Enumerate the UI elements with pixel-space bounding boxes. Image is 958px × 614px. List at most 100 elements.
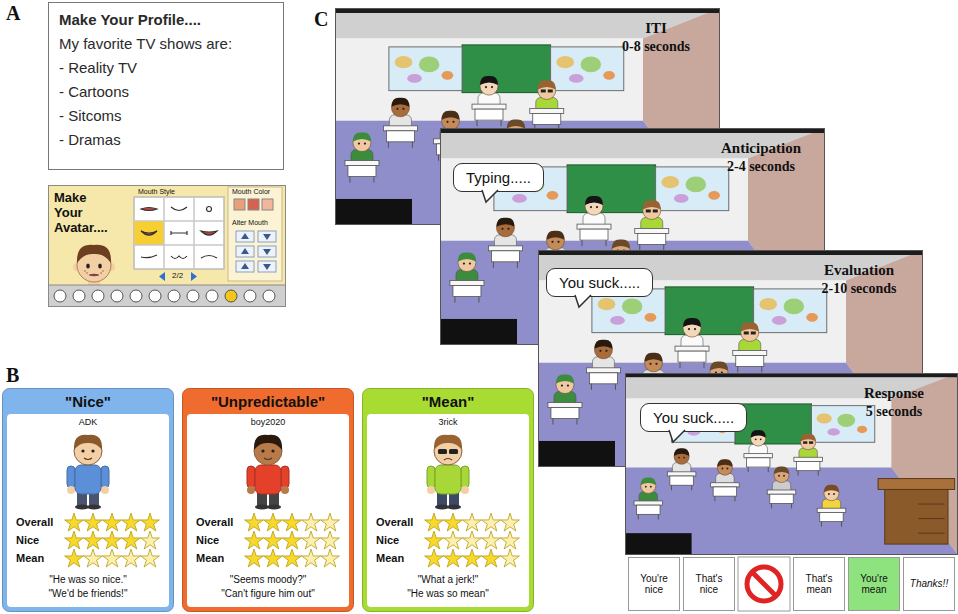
avatar-editor-panel: Make Your Avatar....Mouth StyleMouth Col… (48, 185, 286, 307)
drawn-path (283, 531, 302, 549)
drawn-circle (485, 86, 487, 88)
drawn-ellipse (645, 313, 657, 322)
drawn-rect (383, 126, 417, 131)
drawn-circle (726, 468, 728, 470)
drawn-polygon (625, 468, 958, 555)
panel-letter: C (314, 8, 328, 31)
drawn-rect (49, 186, 286, 307)
text-slot: "We'd be friends!" (2, 588, 174, 600)
text-slot: "Nice" (2, 393, 174, 410)
drawn-rect (767, 490, 796, 494)
text-slot: Overall (196, 516, 233, 529)
drawn-path (122, 531, 141, 549)
student-avatar (472, 76, 506, 126)
drawn-rect (626, 374, 958, 555)
drawn-rect (164, 221, 194, 245)
classroom-screen: Response5 secondsYou suck.....You're nic… (625, 373, 958, 614)
text-slot: - Cartoons (59, 83, 129, 100)
drawn-rect (194, 245, 224, 269)
drawn-rect (551, 408, 579, 419)
response-button: That's nice (683, 557, 735, 611)
drawn-rect (194, 221, 224, 245)
drawn-ellipse (772, 316, 787, 325)
speech-bubble: Typing..... (453, 163, 544, 192)
drawn-rect (625, 398, 891, 467)
profile-text: Make Your Profile.... (59, 11, 201, 28)
student-avatar (383, 98, 417, 148)
card-text: Nice (196, 534, 219, 547)
text-slot: "What a jerk!" (362, 574, 534, 586)
stage-label: ITI (598, 20, 714, 37)
drawn-rect (236, 246, 254, 257)
drawn-polygon (263, 249, 271, 255)
drawn-circle (599, 350, 601, 352)
drawn-line (821, 522, 822, 527)
drawn-polyline (575, 295, 591, 307)
drawn-path (463, 549, 482, 567)
drawn-ellipse (75, 505, 89, 510)
peer-card: "Nice"ADKOverallNiceMean"He was so nice.… (2, 388, 174, 612)
card-text: Mean (16, 552, 44, 565)
drawn-rect (427, 466, 435, 488)
drawn-circle (778, 475, 780, 477)
drawn-circle (86, 272, 88, 274)
student-avatar (450, 252, 484, 302)
drawn-rect (738, 557, 790, 611)
drawn-rect (258, 261, 276, 272)
drawn-circle (828, 493, 830, 495)
drawn-ellipse (603, 71, 615, 80)
editor-label: Alter Mouth (232, 219, 268, 227)
text-slot: - Reality TV (59, 59, 137, 76)
card-text: Nice (16, 534, 39, 547)
drawn-polygon (159, 272, 165, 281)
text-slot: - Dramas (59, 131, 121, 148)
drawn-path (264, 531, 283, 549)
drawn-path (641, 477, 656, 485)
drawn-path (283, 513, 302, 531)
drawn-rect (440, 319, 517, 345)
drawn-ellipse (86, 263, 90, 268)
editor-label: Mouth Style (138, 188, 175, 196)
drawn-circle (168, 290, 180, 302)
drawn-path (65, 531, 84, 549)
drawn-rect (247, 466, 255, 488)
card-text: Mean (196, 552, 224, 565)
drawn-line (841, 522, 842, 527)
drawn-path (496, 218, 514, 227)
drawn-circle (261, 449, 264, 452)
drawn-path (683, 318, 701, 327)
drawn-rect (667, 472, 696, 476)
drawn-rect (533, 113, 561, 124)
drawn-circle (149, 290, 161, 302)
drawn-path (425, 549, 444, 567)
drawn-rect (754, 289, 827, 333)
drawn-circle (649, 363, 651, 365)
student-avatar (744, 430, 773, 472)
card-text: "Seems moody?" (182, 574, 354, 586)
drawn-rect (134, 197, 224, 269)
drawn-path (103, 531, 122, 549)
drawn-ellipse (674, 194, 689, 203)
drawn-rect (134, 221, 164, 245)
drawn-polygon (241, 248, 249, 254)
drawn-rect (453, 286, 481, 297)
drawn-ellipse (784, 299, 804, 315)
drawn-circle (100, 272, 102, 274)
drawn-rect (3, 389, 174, 612)
card-text: ADK (2, 417, 174, 427)
stage-label: Evaluation (801, 262, 917, 279)
drawn-ellipse (837, 414, 855, 427)
drawn-rect (363, 389, 534, 612)
student-avatar (488, 218, 522, 268)
drawn-path (89, 274, 99, 276)
student-avatar (586, 340, 620, 390)
drawn-path (141, 231, 157, 235)
drawn-rect (164, 197, 194, 221)
drawn-line (768, 467, 769, 472)
drawn-rect (625, 373, 958, 555)
text-slot: Mean (196, 552, 224, 565)
drawn-path (482, 513, 501, 531)
text-slot: ITI (598, 20, 714, 37)
drawn-line (517, 262, 518, 268)
text-slot: Nice (196, 534, 219, 547)
